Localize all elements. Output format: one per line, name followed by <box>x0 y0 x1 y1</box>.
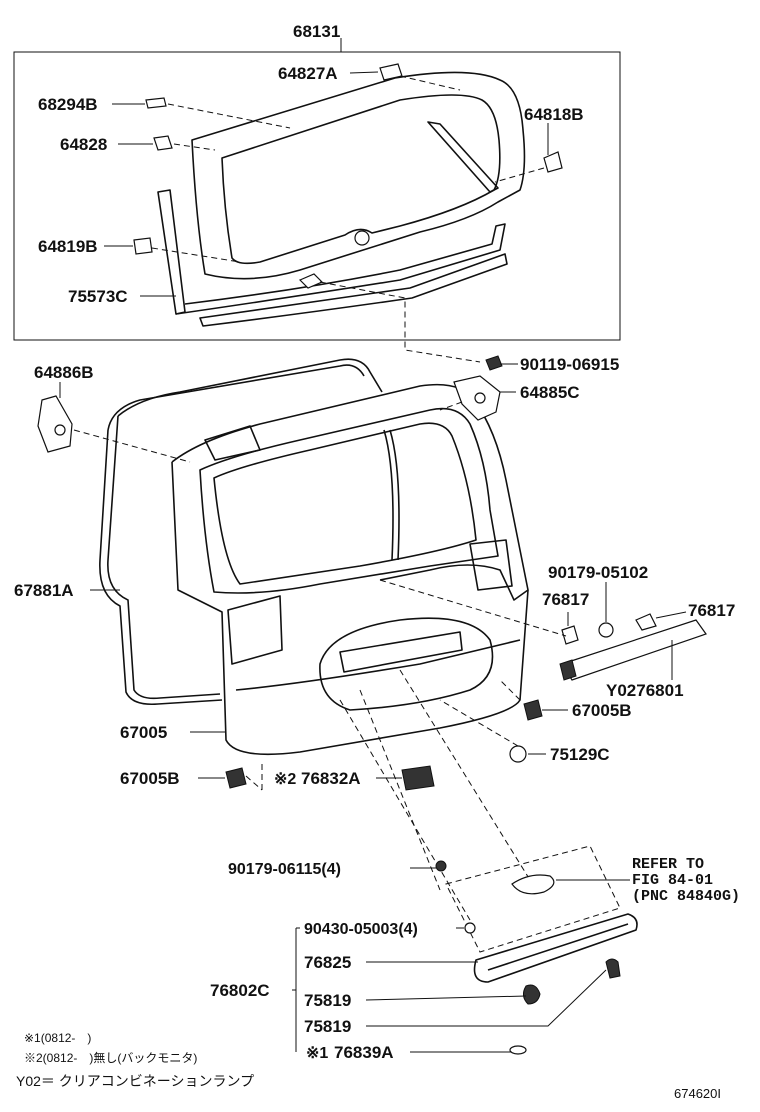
label-note-mark-2: ※2 <box>274 771 296 788</box>
refer-line-1: REFER TO <box>632 856 704 873</box>
nut-right-icon <box>635 613 657 631</box>
screw-icon <box>485 355 503 371</box>
label-cover-b-right: 67005B <box>572 701 632 720</box>
glass-box-leaders <box>104 71 549 363</box>
footnote-y02: Y02＝ クリアコンビネーションランプ <box>16 1073 254 1089</box>
label-nut-left: 76817 <box>542 590 589 609</box>
garnish-leaders <box>292 867 630 1053</box>
label-lamp: Y0276801 <box>606 681 684 700</box>
label-bolt: 90179-05102 <box>548 563 648 582</box>
footnote-2: ※2(0812- )無し(バックモニタ) <box>24 1050 197 1065</box>
label-garnish: 76825 <box>304 953 351 972</box>
back-door-panel <box>171 383 529 756</box>
label-stopper: 64828 <box>60 135 107 154</box>
lamp-icon <box>559 619 707 681</box>
refer-note: REFER TO FIG 84-01 (PNC 84840G) <box>632 856 740 905</box>
weatherstrip <box>99 358 383 706</box>
spacer-b-icon <box>133 237 153 255</box>
stopper-icon <box>153 135 173 151</box>
cushion-b-icon <box>37 395 73 453</box>
label-stopper-a: 64827A <box>278 64 338 83</box>
label-nut-right: 76817 <box>688 601 735 620</box>
label-stopper-b: 64818B <box>524 105 584 124</box>
back-window-glass <box>191 71 526 280</box>
footnotes: ※1(0812- ) ※2(0812- )無し(バックモニタ) Y02＝ クリア… <box>16 1031 721 1101</box>
clip-icon <box>298 273 324 289</box>
clip-c-icon <box>509 745 527 763</box>
label-garnish-assembly: 76802C <box>210 981 270 1000</box>
glass-molding <box>157 189 508 327</box>
label-cover-b-left: 67005B <box>120 769 180 788</box>
label-door-panel: 67005 <box>120 723 167 742</box>
glass-assembly-box <box>13 38 621 341</box>
label-bracket-c: 64885C <box>520 383 580 402</box>
label-seal-a: 76839A <box>334 1043 394 1062</box>
label-glass-assembly: 68131 <box>293 22 340 41</box>
label-clip-c: 75129C <box>550 745 610 764</box>
label-camera-cover: 76832A <box>301 769 361 788</box>
label-plug-1: 75819 <box>304 991 351 1010</box>
label-screw: 90119-06915 <box>520 355 619 374</box>
label-molding-c: 75573C <box>68 287 128 306</box>
stopper-b-icon <box>543 151 563 173</box>
part-labels: 68131 64827A 68294B 64828 64818B 64819B … <box>14 22 735 1062</box>
camera-cover-icon <box>401 765 435 791</box>
refer-line-3: (PNC 84840G) <box>632 888 740 905</box>
back-door-leaders <box>59 363 687 921</box>
label-bracket-b: 68294B <box>38 95 98 114</box>
label-weatherstrip: 67881A <box>14 581 74 600</box>
label-plug-2: 75819 <box>304 1017 351 1036</box>
bracket-c-icon <box>453 375 501 421</box>
garnish-assembly <box>435 845 638 1055</box>
bracket-b-icon <box>145 97 167 109</box>
label-cushion-b: 64886B <box>34 363 94 382</box>
cover-b-right-icon <box>523 699 543 721</box>
label-note-mark-1: ※1 <box>306 1045 328 1062</box>
nut-left-icon <box>561 625 579 645</box>
label-spacer-b: 64819B <box>38 237 98 256</box>
cover-b-left-icon <box>225 767 247 789</box>
footnote-1: ※1(0812- ) <box>24 1031 91 1045</box>
bolt-icon <box>598 622 614 638</box>
diagram-id: 674620I <box>674 1086 721 1101</box>
label-nut-4: 90179-06115(4) <box>228 861 341 878</box>
label-clip-4: 90430-05003(4) <box>304 921 418 938</box>
refer-line-2: FIG 84-01 <box>632 872 713 889</box>
